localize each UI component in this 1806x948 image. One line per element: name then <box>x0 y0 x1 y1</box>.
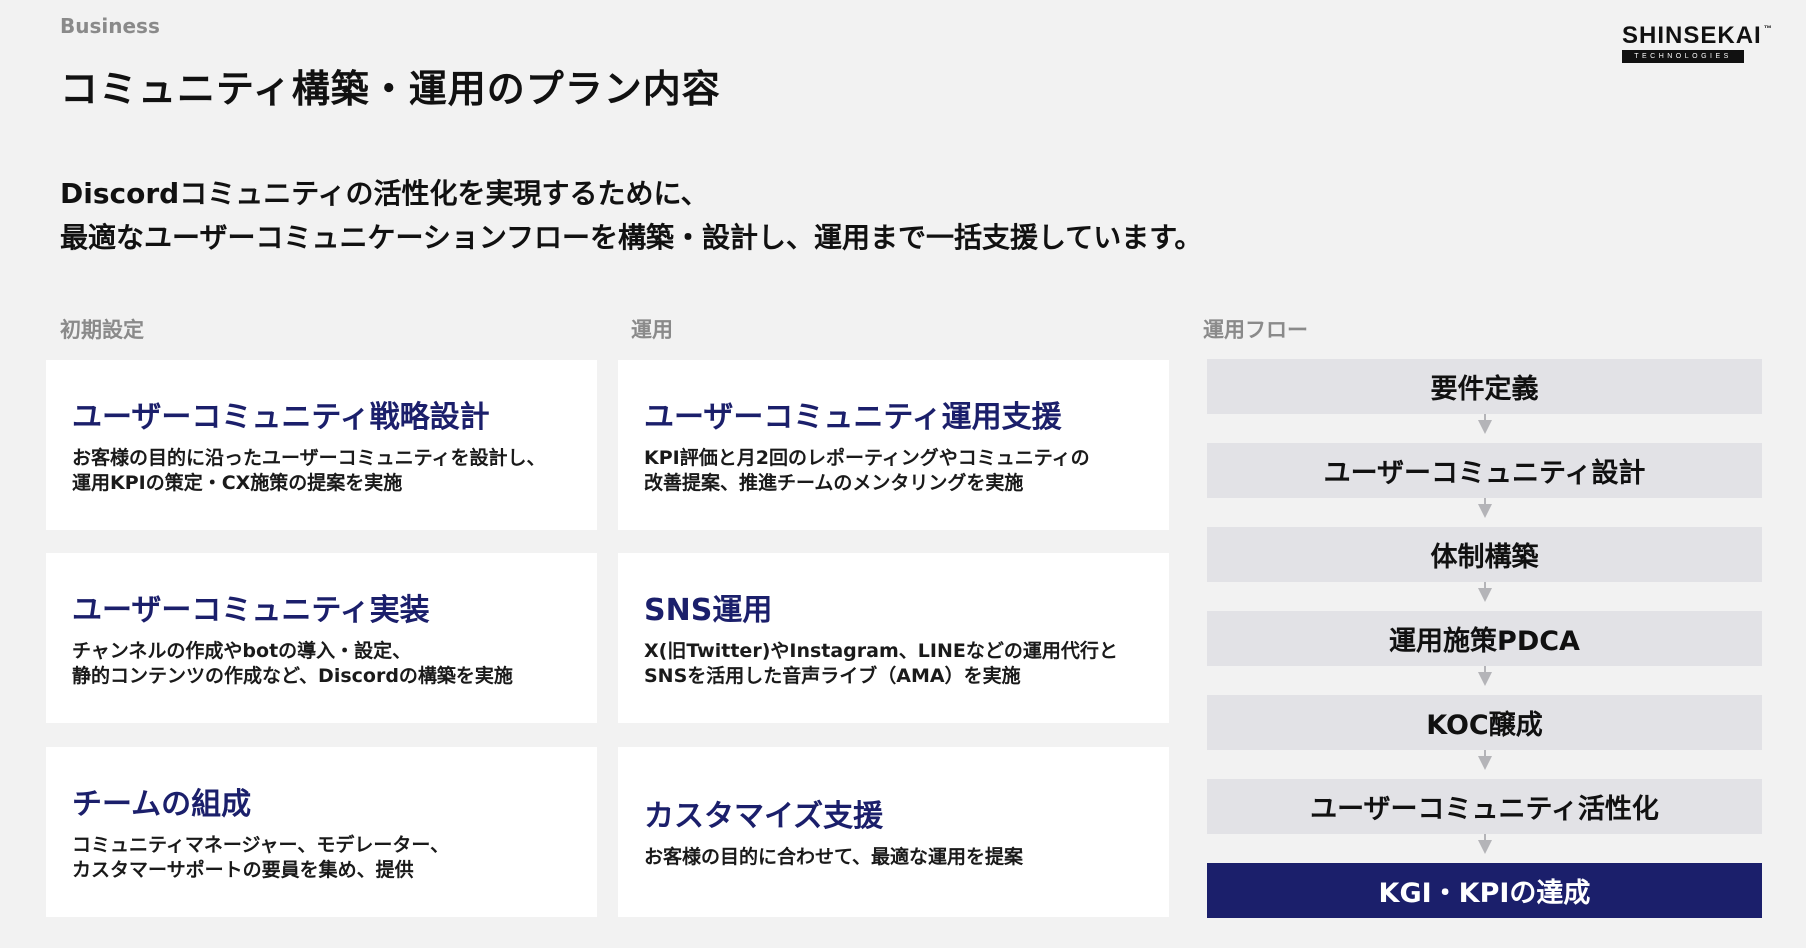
flow-step-structure: 体制構築 <box>1207 527 1762 582</box>
card-strategy-design: ユーザーコミュニティ戦略設計 お客様の目的に沿ったユーザーコミュニティを設計し、… <box>46 360 597 530</box>
card-desc-line: SNSを活用した音声ライブ（AMA）を実施 <box>644 665 1021 687</box>
flow-step-requirements: 要件定義 <box>1207 359 1762 414</box>
card-desc-line: お客様の目的に合わせて、最適な運用を提案 <box>644 846 1024 868</box>
card-desc-line: KPI評価と月2回のレポーティングやコミュニティの <box>644 447 1090 469</box>
flow-arrow-down-icon <box>1478 756 1492 770</box>
flow-arrow-stem <box>1484 414 1486 420</box>
card-customize-support: カスタマイズ支援 お客様の目的に合わせて、最適な運用を提案 <box>618 747 1169 917</box>
card-implementation: ユーザーコミュニティ実装 チャンネルの作成やbotの導入・設定、 静的コンテンツ… <box>46 553 597 723</box>
card-title: チームの組成 <box>72 787 252 822</box>
flow-arrow-down-icon <box>1478 420 1492 434</box>
logo-trademark: ™ <box>1763 24 1773 33</box>
card-description: KPI評価と月2回のレポーティングやコミュニティの 改善提案、推進チームのメンタ… <box>644 446 1143 496</box>
flow-arrow-stem <box>1484 582 1486 588</box>
flow-step-pdca: 運用施策PDCA <box>1207 611 1762 666</box>
lead-text: Discordコミュニティの活性化を実現するために、 最適なユーザーコミュニケー… <box>60 172 1202 260</box>
flow-step-koc: KOC醸成 <box>1207 695 1762 750</box>
card-description: お客様の目的に沿ったユーザーコミュニティを設計し、 運用KPIの策定・CX施策の… <box>72 446 571 496</box>
card-title: ユーザーコミュニティ実装 <box>72 593 430 628</box>
card-desc-line: コミュニティマネージャー、モデレーター、 <box>72 834 450 856</box>
card-desc-line: チャンネルの作成やbotの導入・設定、 <box>72 640 412 662</box>
card-desc-line: カスタマーサポートの要員を集め、提供 <box>72 859 414 881</box>
flow-arrow-stem <box>1484 498 1486 504</box>
card-description: X(旧Twitter)やInstagram、LINEなどの運用代行と SNSを活… <box>644 639 1143 689</box>
card-title: ユーザーコミュニティ運用支援 <box>644 400 1062 435</box>
card-desc-line: 静的コンテンツの作成など、Discordの構築を実施 <box>72 665 513 687</box>
card-operation-support: ユーザーコミュニティ運用支援 KPI評価と月2回のレポーティングやコミュニティの… <box>618 360 1169 530</box>
card-description: コミュニティマネージャー、モデレーター、 カスタマーサポートの要員を集め、提供 <box>72 833 571 883</box>
flow-step-community-design: ユーザーコミュニティ設計 <box>1207 443 1762 498</box>
card-description: お客様の目的に合わせて、最適な運用を提案 <box>644 845 1143 870</box>
column-label-flow: 運用フロー <box>1203 318 1308 342</box>
flow-arrow-stem <box>1484 666 1486 672</box>
card-desc-line: 運用KPIの策定・CX施策の提案を実施 <box>72 472 403 494</box>
flow-step-activation: ユーザーコミュニティ活性化 <box>1207 779 1762 834</box>
section-label: Business <box>60 14 160 38</box>
card-desc-line: 改善提案、推進チームのメンタリングを実施 <box>644 472 1024 494</box>
logo-subtitle: TECHNOLOGIES <box>1622 50 1744 63</box>
flow-arrow-down-icon <box>1478 588 1492 602</box>
flow-arrow-stem <box>1484 834 1486 840</box>
column-label-operation: 運用 <box>631 318 673 342</box>
logo-wordmark: SHINSEKAI <box>1622 22 1762 49</box>
flow-arrow-stem <box>1484 750 1486 756</box>
flow-arrow-down-icon <box>1478 504 1492 518</box>
card-title: ユーザーコミュニティ戦略設計 <box>72 400 490 435</box>
card-title: SNS運用 <box>644 593 773 628</box>
flow-arrow-down-icon <box>1478 840 1492 854</box>
card-desc-line: X(旧Twitter)やInstagram、LINEなどの運用代行と <box>644 640 1118 662</box>
card-description: チャンネルの作成やbotの導入・設定、 静的コンテンツの作成など、Discord… <box>72 639 571 689</box>
lead-line-1: Discordコミュニティの活性化を実現するために、 <box>60 177 709 210</box>
card-desc-line: お客様の目的に沿ったユーザーコミュニティを設計し、 <box>72 447 546 469</box>
flow-step-kgi-kpi: KGI・KPIの達成 <box>1207 863 1762 918</box>
flow-arrow-down-icon <box>1478 672 1492 686</box>
card-title: カスタマイズ支援 <box>644 799 884 834</box>
page-title: コミュニティ構築・運用のプラン内容 <box>60 67 721 111</box>
column-label-initial: 初期設定 <box>60 318 144 342</box>
card-sns-operation: SNS運用 X(旧Twitter)やInstagram、LINEなどの運用代行と… <box>618 553 1169 723</box>
lead-line-2: 最適なユーザーコミュニケーションフローを構築・設計し、運用まで一括支援しています… <box>60 221 1203 254</box>
card-team-formation: チームの組成 コミュニティマネージャー、モデレーター、 カスタマーサポートの要員… <box>46 747 597 917</box>
